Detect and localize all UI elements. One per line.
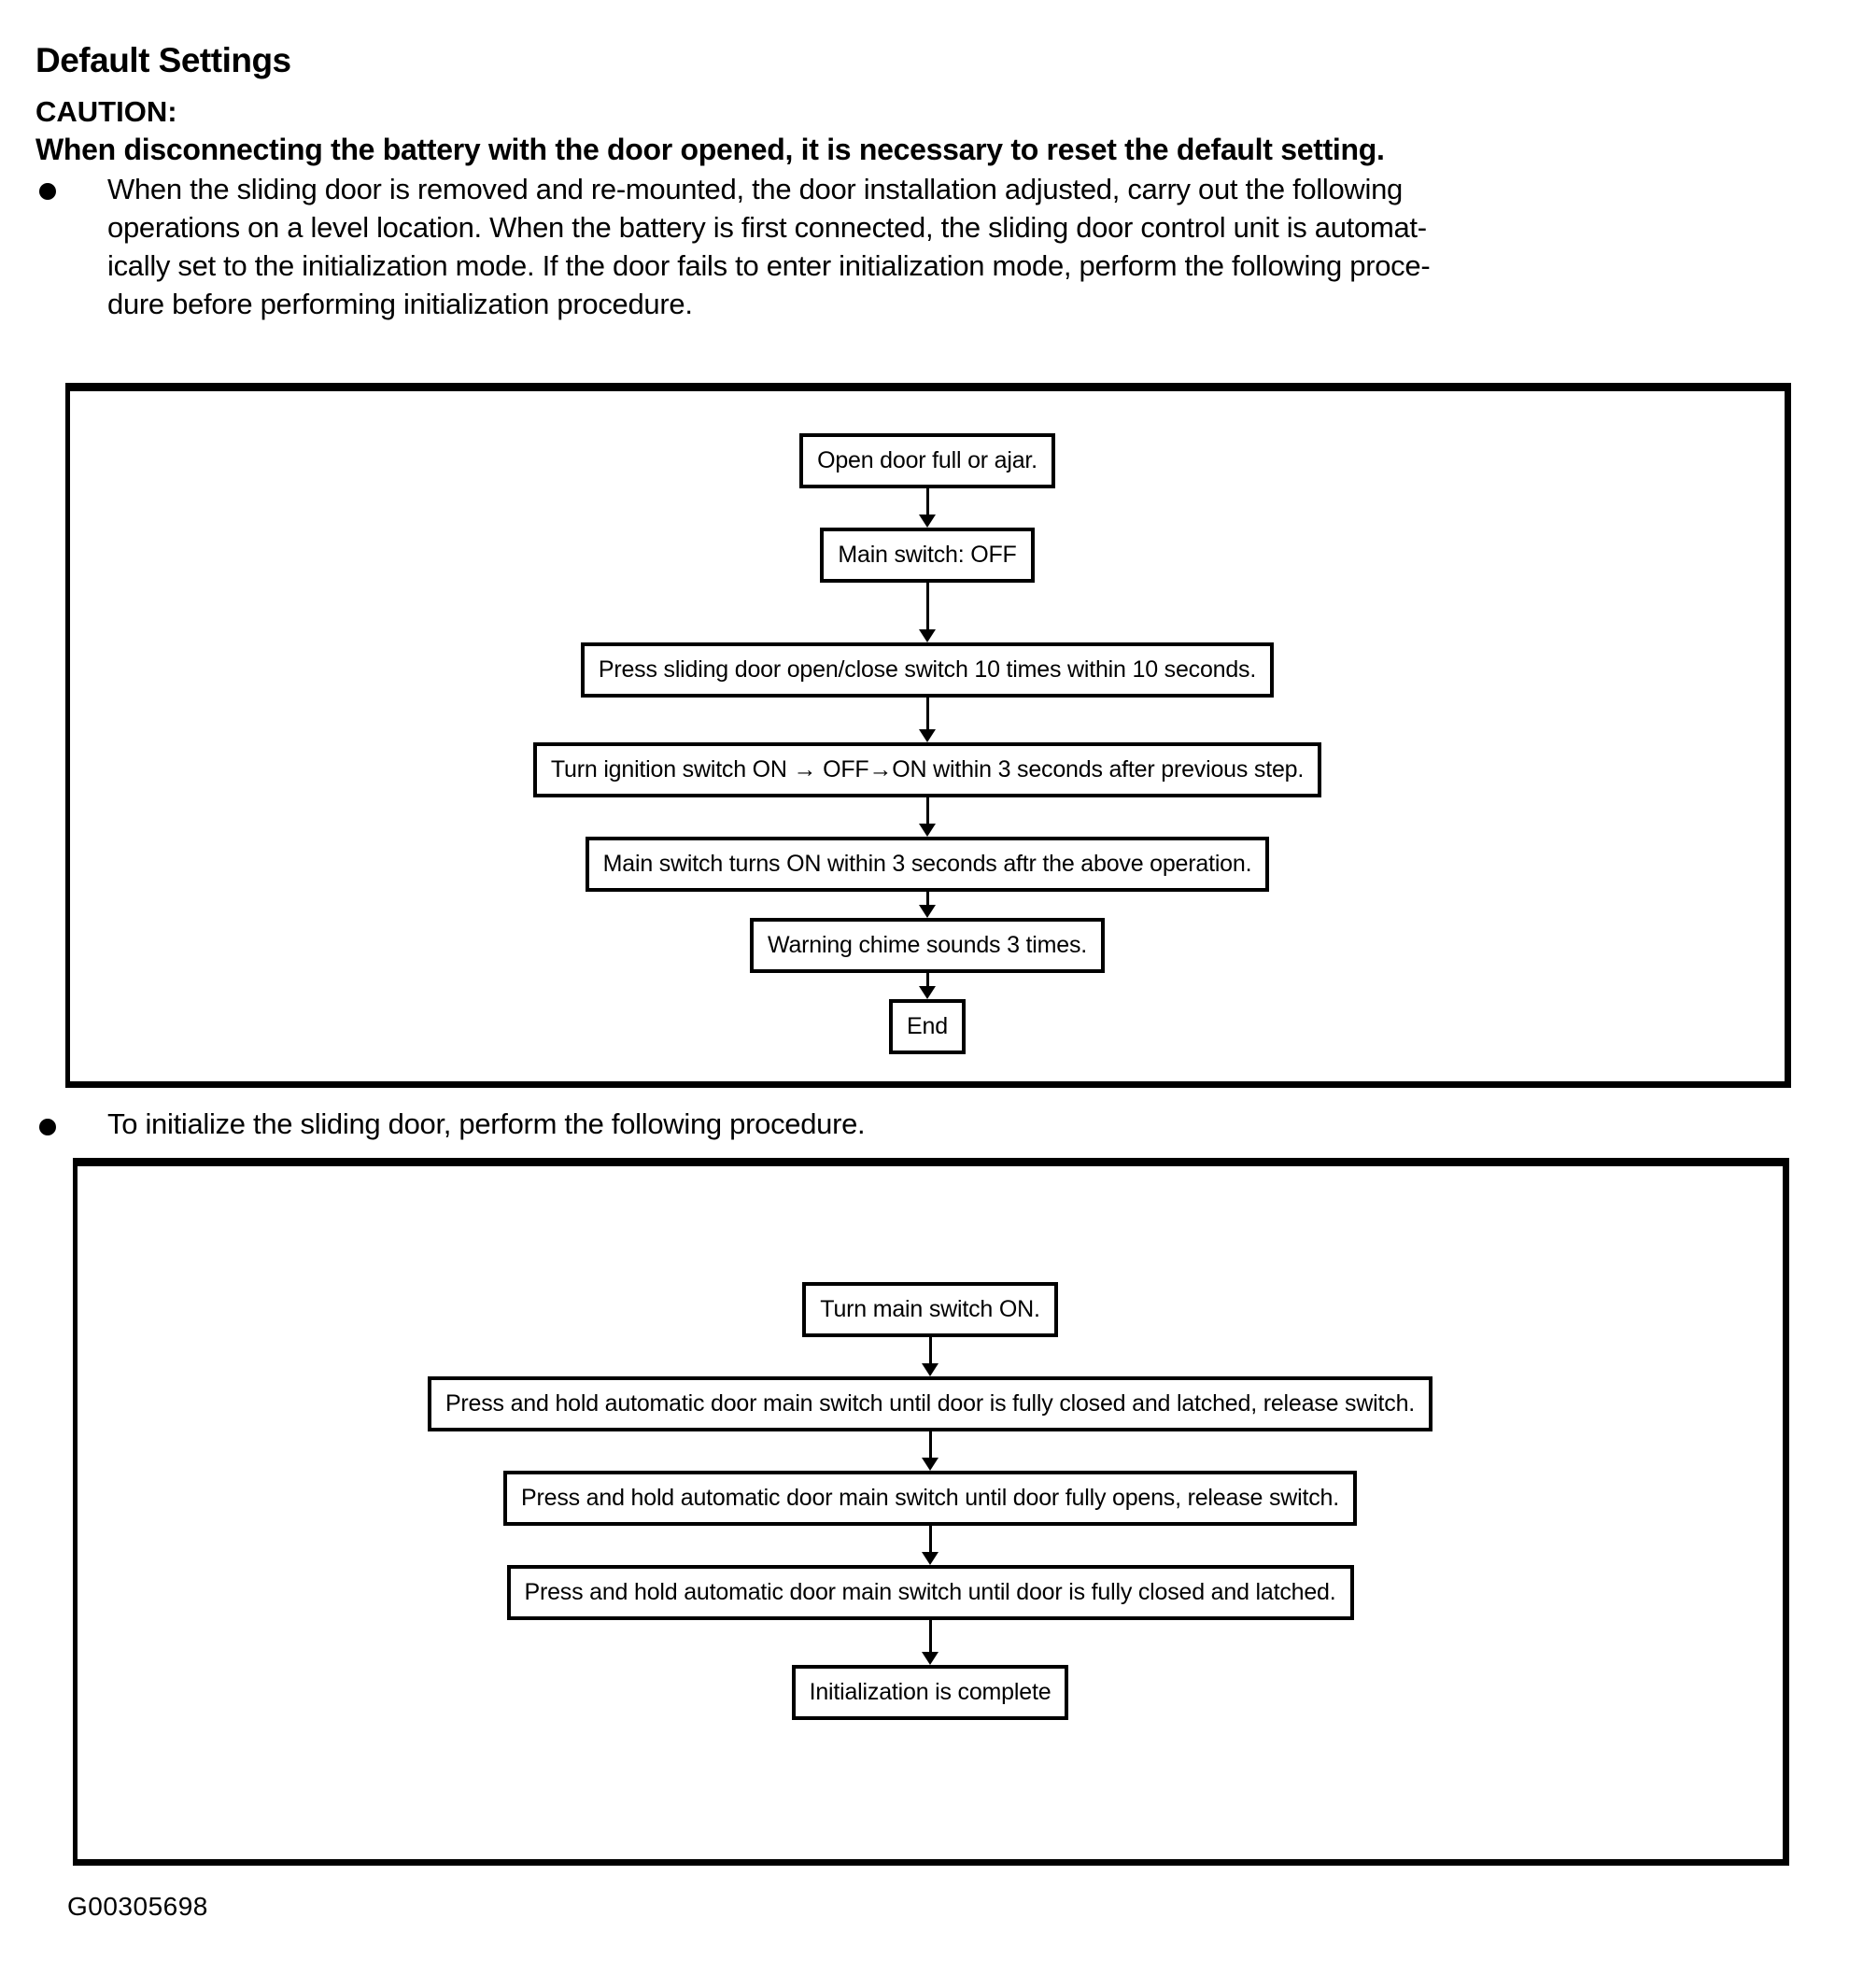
arrow-down-icon: [922, 1337, 939, 1376]
arrow-shaft: [925, 583, 929, 629]
arrow-down-icon: [919, 488, 936, 528]
flowchart-frame-initialization: Turn main switch ON. Press and hold auto…: [73, 1158, 1789, 1866]
arrow-head: [919, 905, 936, 918]
arrow-down-icon: [919, 698, 936, 742]
arrow-down-icon: [922, 1431, 939, 1471]
arrow-head: [922, 1652, 939, 1665]
flow-step-box-end: Initialization is complete: [791, 1665, 1069, 1720]
arrow-shaft: [928, 1337, 932, 1363]
paragraph-line: operations on a level location. When the…: [107, 211, 1427, 244]
flow-step-box: Turn ignition switch ON → OFF→ON within …: [532, 742, 1322, 797]
arrow-head: [919, 824, 936, 837]
flow-step-box: Press sliding door open/close switch 10 …: [580, 642, 1275, 698]
paragraph-line: ically set to the initialization mode. I…: [107, 249, 1431, 282]
arrow-shaft: [925, 488, 929, 515]
flow-step-box: Main switch: OFF: [820, 528, 1035, 583]
flow-step-box: Press and hold automatic door main switc…: [503, 1471, 1357, 1526]
arrow-head: [919, 729, 936, 742]
intro-paragraph: When the sliding door is removed and re-…: [107, 170, 1835, 323]
arrow-head: [919, 629, 936, 642]
flowchart-default-setting: Open door full or ajar. Main switch: OFF…: [70, 433, 1785, 1054]
arrow-head: [919, 515, 936, 528]
flow-step-box: Open door full or ajar.: [799, 433, 1055, 488]
caution-label: CAUTION:: [35, 95, 177, 128]
arrow-down-icon: [919, 797, 936, 837]
flowchart-frame-default-setting: Open door full or ajar. Main switch: OFF…: [65, 383, 1791, 1088]
arrow-shaft: [928, 1526, 932, 1552]
arrow-shaft: [925, 892, 929, 905]
caution-text: When disconnecting the battery with the …: [35, 133, 1385, 166]
flow-step-box: Main switch turns ON within 3 seconds af…: [585, 837, 1270, 892]
arrow-head: [922, 1363, 939, 1376]
bullet-icon: [39, 1119, 56, 1135]
arrow-down-icon: [919, 973, 936, 999]
bullet-icon: [39, 183, 56, 200]
arrow-head: [922, 1458, 939, 1471]
arrow-shaft: [928, 1620, 932, 1652]
arrow-shaft: [928, 1431, 932, 1458]
arrow-head: [922, 1552, 939, 1565]
arrow-shaft: [925, 698, 929, 729]
arrow-down-icon: [919, 892, 936, 918]
arrow-down-icon: [922, 1620, 939, 1665]
flow-step-box: Warning chime sounds 3 times.: [749, 918, 1106, 973]
page-title: Default Settings: [35, 41, 291, 79]
flowchart-initialization: Turn main switch ON. Press and hold auto…: [78, 1282, 1783, 1720]
paragraph-line: When the sliding door is removed and re-…: [107, 173, 1403, 205]
arrow-down-icon: [922, 1526, 939, 1565]
arrow-down-icon: [919, 583, 936, 642]
flow-step-box-end: End: [889, 999, 966, 1054]
flow-step-box: Press and hold automatic door main switc…: [427, 1376, 1433, 1431]
flow-step-box: Press and hold automatic door main switc…: [506, 1565, 1354, 1620]
arrow-head: [919, 986, 936, 999]
arrow-shaft: [925, 797, 929, 824]
paragraph-line: dure before performing initialization pr…: [107, 288, 693, 320]
flow-step-box: Turn main switch ON.: [802, 1282, 1058, 1337]
figure-id: G00305698: [67, 1892, 208, 1921]
arrow-shaft: [925, 973, 929, 986]
initialize-instruction: To initialize the sliding door, perform …: [107, 1107, 866, 1140]
